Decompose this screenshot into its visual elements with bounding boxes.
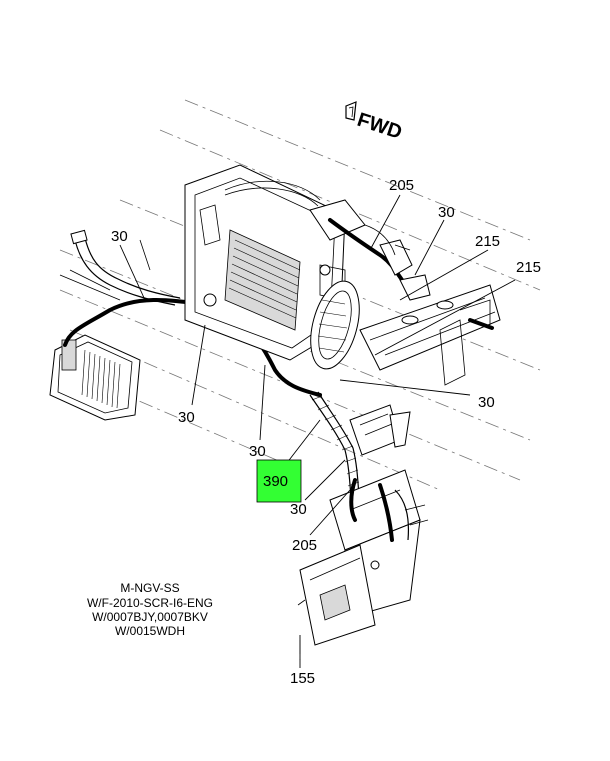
- callout-155[interactable]: 155: [290, 670, 315, 687]
- frame-rail: [359, 284, 501, 386]
- upper-right-bracket: [309, 199, 431, 301]
- callout-30-center[interactable]: 30: [249, 443, 266, 460]
- note-line-1: M-NGV-SS: [120, 581, 179, 595]
- callout-30-right[interactable]: 30: [478, 394, 495, 411]
- callout-30-left[interactable]: 30: [111, 228, 128, 245]
- callout-205-bottom[interactable]: 205: [292, 537, 317, 554]
- applicability-notes: M-NGV-SS W/F-2010-SCR-I6-ENG W/0007BJY,0…: [87, 581, 213, 638]
- callout-390[interactable]: 390: [263, 473, 288, 490]
- note-line-2: W/F-2010-SCR-I6-ENG: [87, 596, 213, 610]
- fwd-indicator: FWD: [345, 101, 405, 144]
- note-line-4: W/0015WDH: [115, 624, 185, 638]
- callout-30-lower-left[interactable]: 30: [178, 409, 195, 426]
- pulley-assembly: [310, 280, 360, 370]
- callout-30-bottom[interactable]: 30: [290, 501, 307, 518]
- callout-30-top-right[interactable]: 30: [438, 204, 455, 221]
- note-line-3: W/0007BJY,0007BKV: [92, 610, 208, 624]
- callout-labels: 205 30 215 215 30 30 30 30 390 30 205 15…: [111, 177, 541, 687]
- callout-215-upper[interactable]: 215: [475, 233, 500, 250]
- fwd-arrow-icon: [345, 101, 357, 121]
- callout-205-top[interactable]: 205: [389, 177, 414, 194]
- fwd-label: FWD: [354, 109, 404, 144]
- ecu-module: [49, 334, 141, 421]
- leader-lines: [119, 194, 516, 668]
- callout-390-highlight[interactable]: [256, 459, 302, 503]
- callout-215-lower[interactable]: 215: [516, 259, 541, 276]
- lower-housing: [297, 469, 429, 646]
- engine-block: [184, 164, 346, 361]
